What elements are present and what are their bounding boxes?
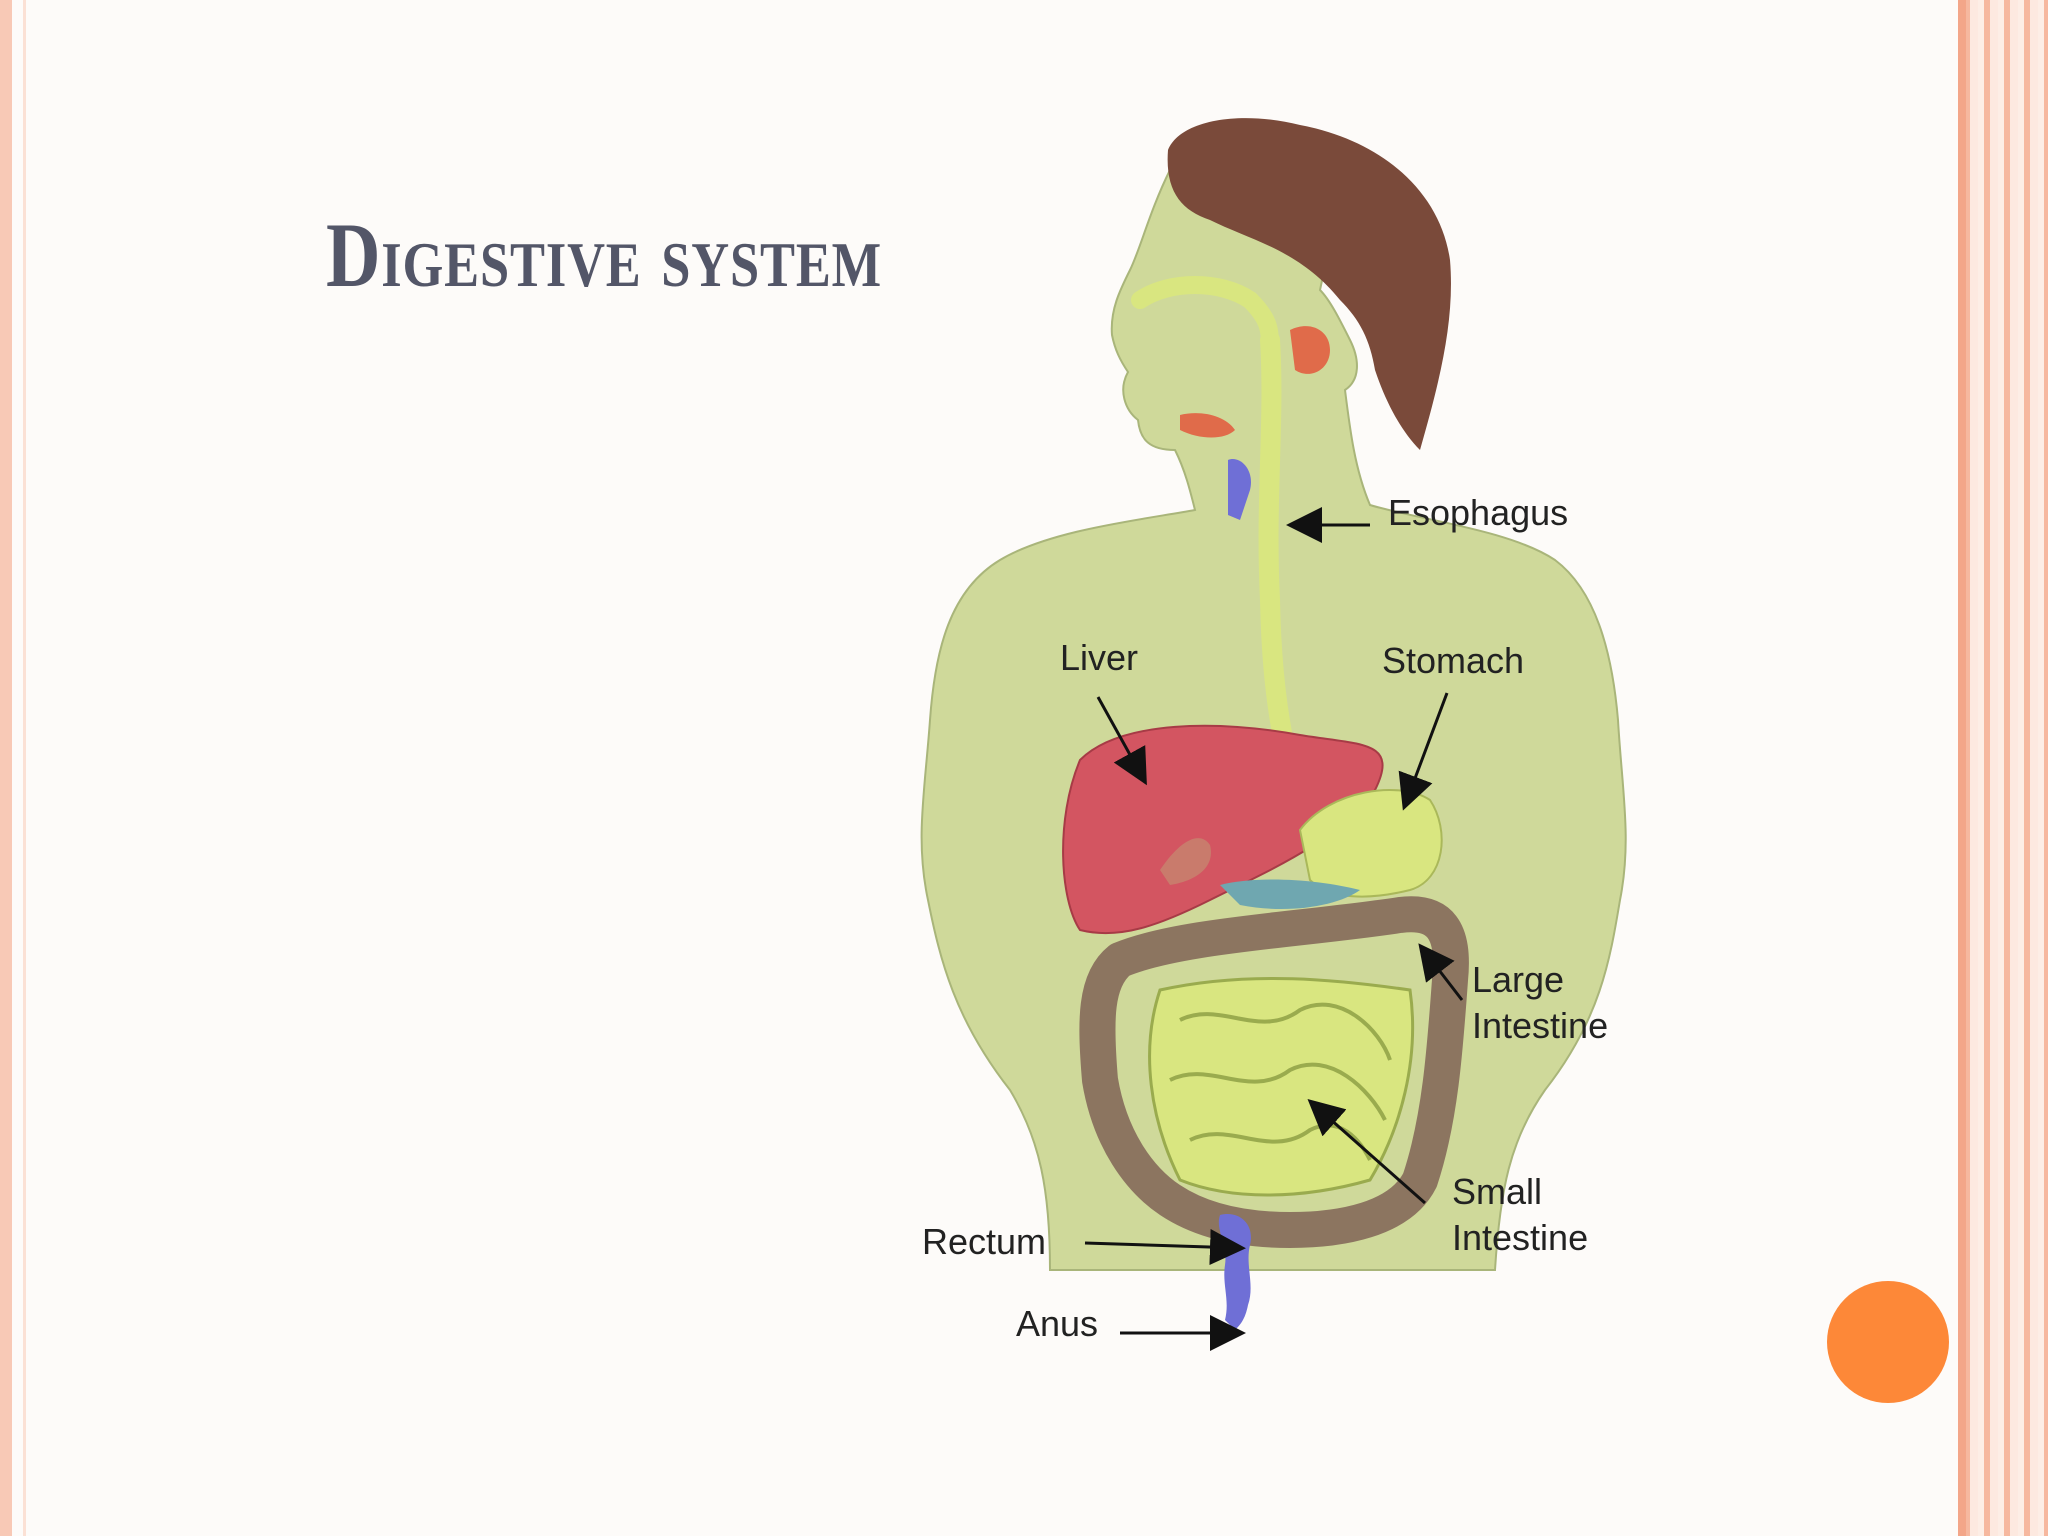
liver-arrow xyxy=(1096,696,1147,786)
label-small-intestine-line1: Small xyxy=(1452,1171,1542,1212)
label-liver: Liver xyxy=(1060,637,1138,678)
label-esophagus: Esophagus xyxy=(1388,492,1568,533)
accent-circle xyxy=(1827,1281,1949,1403)
trachea xyxy=(1228,459,1251,520)
salivary-glands xyxy=(1180,326,1330,438)
stomach-arrow xyxy=(1398,692,1449,811)
large-intestine-arrow xyxy=(1418,943,1464,1001)
hair xyxy=(1167,118,1451,451)
pancreas xyxy=(1220,879,1360,910)
large-intestine xyxy=(1079,896,1469,1248)
label-rectum: Rectum xyxy=(922,1221,1046,1262)
label-large-intestine-line1: Large xyxy=(1472,959,1564,1000)
label-anus: Anus xyxy=(1016,1303,1098,1344)
rectum-arrow xyxy=(1084,1229,1246,1266)
rectum xyxy=(1218,1214,1251,1330)
slide-left-border xyxy=(0,0,26,1536)
label-stomach: Stomach xyxy=(1382,640,1524,681)
small-intestine-arrow xyxy=(1307,1099,1426,1205)
small-intestine xyxy=(1148,976,1415,1197)
slide-right-border xyxy=(1958,0,2048,1536)
label-small-intestine-line2: Intestine xyxy=(1452,1217,1588,1258)
slide-title: Digestive system xyxy=(326,204,883,306)
label-large-intestine-line2: Intestine xyxy=(1472,1005,1608,1046)
gallbladder xyxy=(1160,838,1211,885)
